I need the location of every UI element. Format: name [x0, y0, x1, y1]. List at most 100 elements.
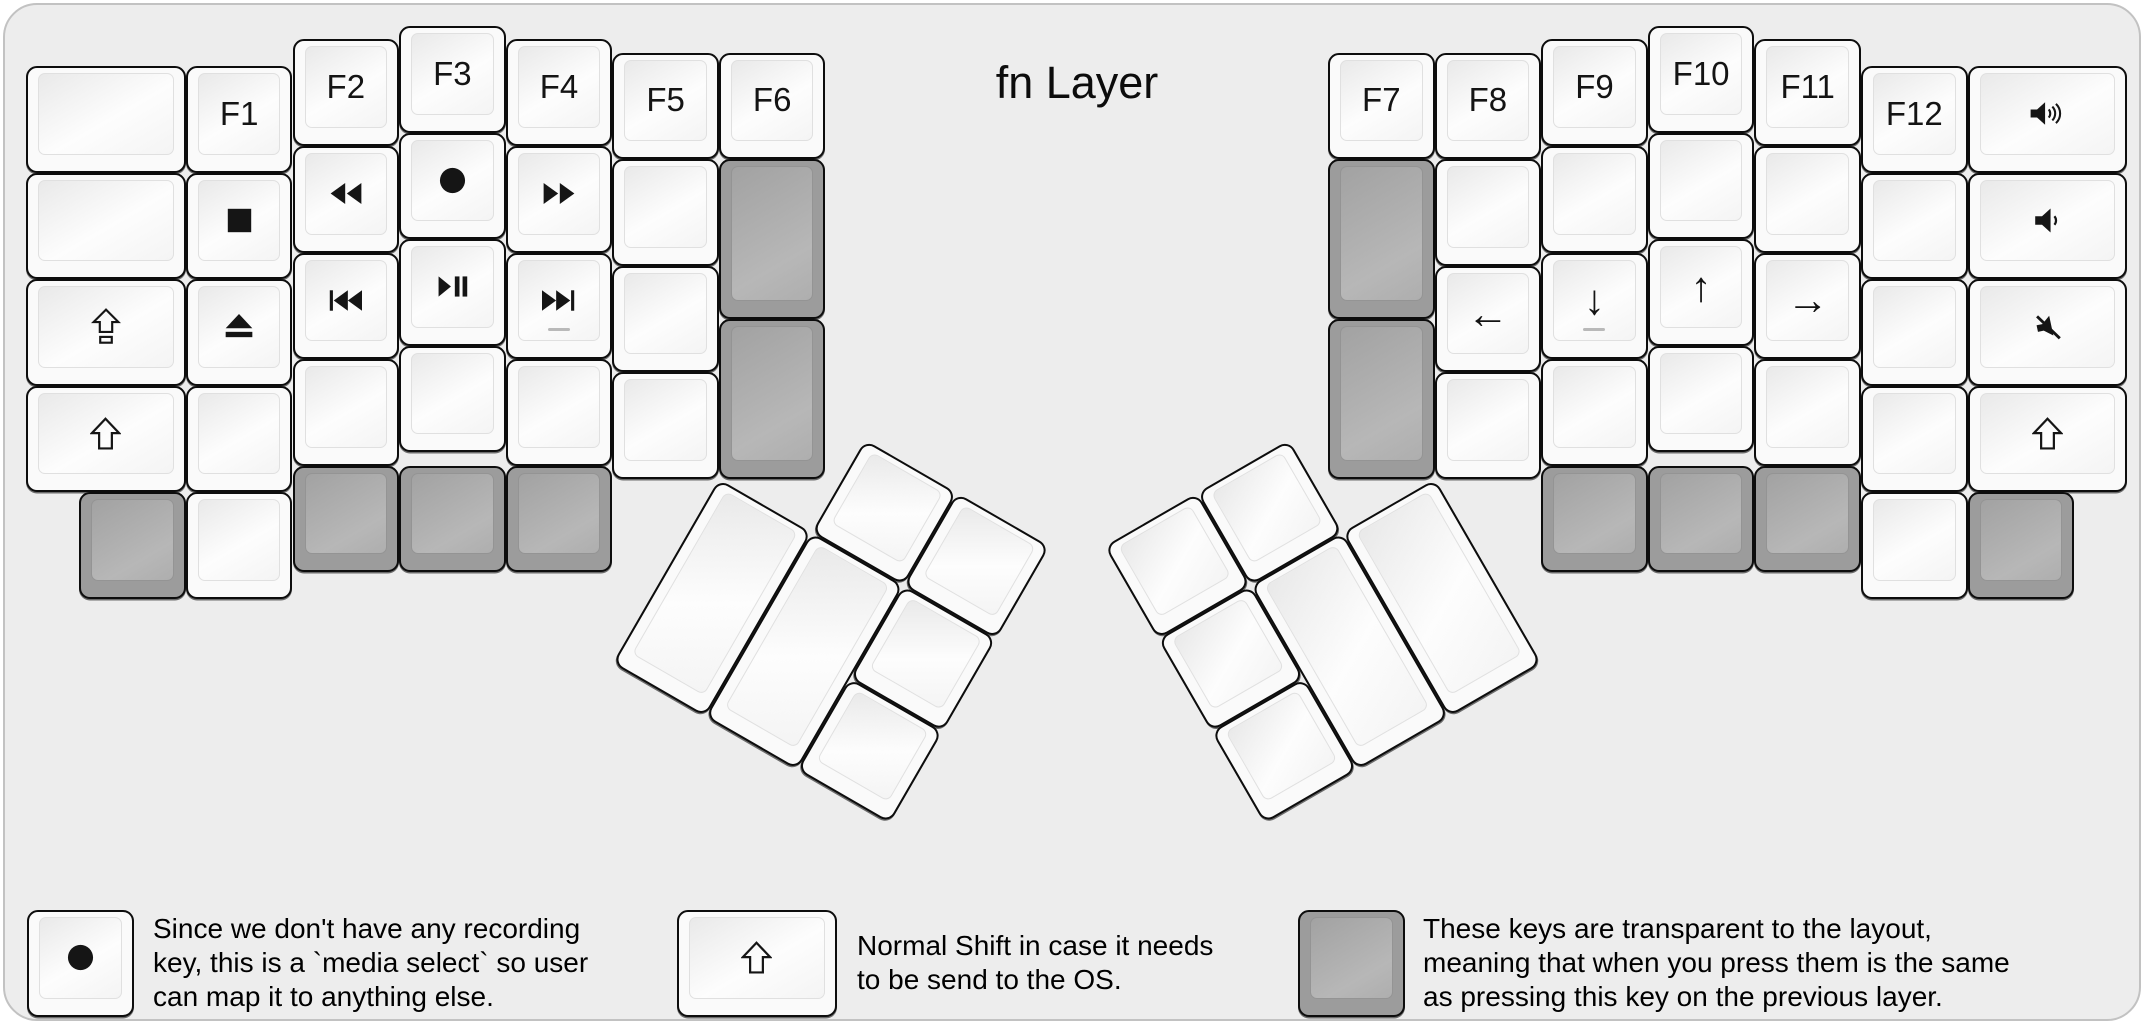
key-blank[interactable]: [1541, 359, 1648, 466]
key-blank[interactable]: [1861, 385, 1968, 493]
key-f1[interactable]: F1: [185, 65, 293, 173]
key-transparent[interactable]: [505, 465, 613, 573]
key-blank[interactable]: [1754, 145, 1861, 253]
key-next-track[interactable]: [505, 252, 613, 360]
keytop: [197, 499, 281, 581]
keytop: [1446, 379, 1530, 462]
key-transparent[interactable]: [292, 465, 400, 573]
key-mute[interactable]: [1967, 279, 2128, 386]
keytop: [1553, 152, 1636, 235]
key-blank[interactable]: [505, 359, 613, 466]
key-f3[interactable]: F3: [399, 26, 506, 133]
legend-key-record: [27, 910, 134, 1017]
arrow-down-icon: ↓: [1583, 276, 1605, 324]
mute-icon: [2032, 312, 2064, 341]
key-blank[interactable]: [292, 359, 400, 466]
keytop: [1873, 179, 1956, 262]
key-blank[interactable]: [1754, 359, 1861, 466]
key-arrow-down[interactable]: ↓: [1541, 252, 1648, 360]
key-blank[interactable]: [612, 372, 719, 480]
keytop: [1340, 166, 1423, 302]
key-play-pause[interactable]: [399, 239, 506, 346]
fast-forward-icon: [542, 182, 576, 205]
key-record[interactable]: [399, 132, 506, 240]
keytop: F5: [624, 59, 707, 142]
key-transparent[interactable]: [718, 319, 826, 480]
keytop: [624, 379, 707, 462]
keytop: F6: [730, 59, 814, 142]
volume-down-icon: [2033, 206, 2063, 235]
keytop: F1: [197, 72, 281, 155]
key-f9[interactable]: F9: [1541, 39, 1648, 146]
keytop: [38, 286, 174, 368]
key-blank[interactable]: [26, 172, 186, 280]
key-f5[interactable]: F5: [612, 52, 719, 160]
key-eject[interactable]: [185, 279, 293, 386]
key-fast-forward[interactable]: [505, 145, 613, 253]
keytop: [1873, 286, 1956, 368]
key-transparent[interactable]: [1967, 492, 2075, 599]
key-arrow-left[interactable]: ←: [1434, 265, 1542, 373]
key-blank[interactable]: [185, 385, 293, 493]
key-shift[interactable]: [1967, 385, 2128, 493]
key-transparent[interactable]: [79, 492, 186, 599]
key-transparent[interactable]: [1328, 319, 1435, 480]
keytop: F12: [1873, 72, 1956, 155]
record-icon: [66, 943, 95, 972]
key-blank[interactable]: [1647, 132, 1755, 240]
key-f10[interactable]: F10: [1647, 26, 1755, 133]
key-transparent[interactable]: [1754, 465, 1861, 573]
keytop: [1659, 352, 1743, 435]
key-f12[interactable]: F12: [1861, 65, 1968, 173]
key-f2[interactable]: F2: [292, 39, 400, 146]
key-blank[interactable]: [1647, 345, 1755, 453]
keytop: [517, 152, 601, 235]
key-blank[interactable]: [1434, 159, 1542, 266]
key-shift[interactable]: [26, 385, 186, 493]
key-f4[interactable]: F4: [505, 39, 613, 146]
key-label: F1: [219, 94, 259, 132]
key-blank[interactable]: [1861, 279, 1968, 386]
key-f11[interactable]: F11: [1754, 39, 1861, 146]
key-transparent[interactable]: [1328, 159, 1435, 320]
key-f7[interactable]: F7: [1328, 52, 1435, 160]
key-rewind[interactable]: [292, 145, 400, 253]
key-blank[interactable]: [26, 65, 186, 173]
keytop: [38, 72, 174, 155]
key-blank[interactable]: [612, 159, 719, 266]
key-blank[interactable]: [185, 492, 293, 599]
legend-key-shift: [677, 910, 837, 1017]
key-stop[interactable]: [185, 172, 293, 280]
key-volume-up[interactable]: [1967, 65, 2128, 173]
key-transparent[interactable]: [718, 159, 826, 320]
key-caps-lock[interactable]: [26, 279, 186, 386]
key-blank[interactable]: [1861, 492, 1968, 599]
keytop: [1340, 326, 1423, 462]
key-f6[interactable]: F6: [718, 52, 826, 160]
key-transparent[interactable]: [1647, 465, 1755, 573]
keytop: [689, 917, 825, 999]
key-transparent[interactable]: [399, 465, 506, 573]
keytop: [411, 246, 494, 328]
key-blank[interactable]: [399, 345, 506, 453]
key-prev-track[interactable]: [292, 252, 400, 360]
key-label: F12: [1885, 94, 1943, 132]
key-blank[interactable]: [1541, 145, 1648, 253]
key-transparent[interactable]: [1541, 465, 1648, 573]
record-icon: [438, 166, 467, 195]
key-blank[interactable]: [612, 265, 719, 373]
keytop: [1659, 472, 1743, 555]
keytop: [91, 499, 174, 581]
keytop: F11: [1766, 46, 1849, 128]
key-arrow-right[interactable]: →: [1754, 252, 1861, 360]
keytop: [517, 472, 601, 555]
key-blank[interactable]: [1434, 372, 1542, 480]
key-volume-down[interactable]: [1967, 172, 2128, 280]
key-f8[interactable]: F8: [1434, 52, 1542, 160]
key-arrow-up[interactable]: ↑: [1647, 239, 1755, 346]
keytop: [1873, 392, 1956, 475]
keytop: [1979, 286, 2116, 368]
key-blank[interactable]: [1861, 172, 1968, 280]
homing-bar: [547, 327, 570, 332]
